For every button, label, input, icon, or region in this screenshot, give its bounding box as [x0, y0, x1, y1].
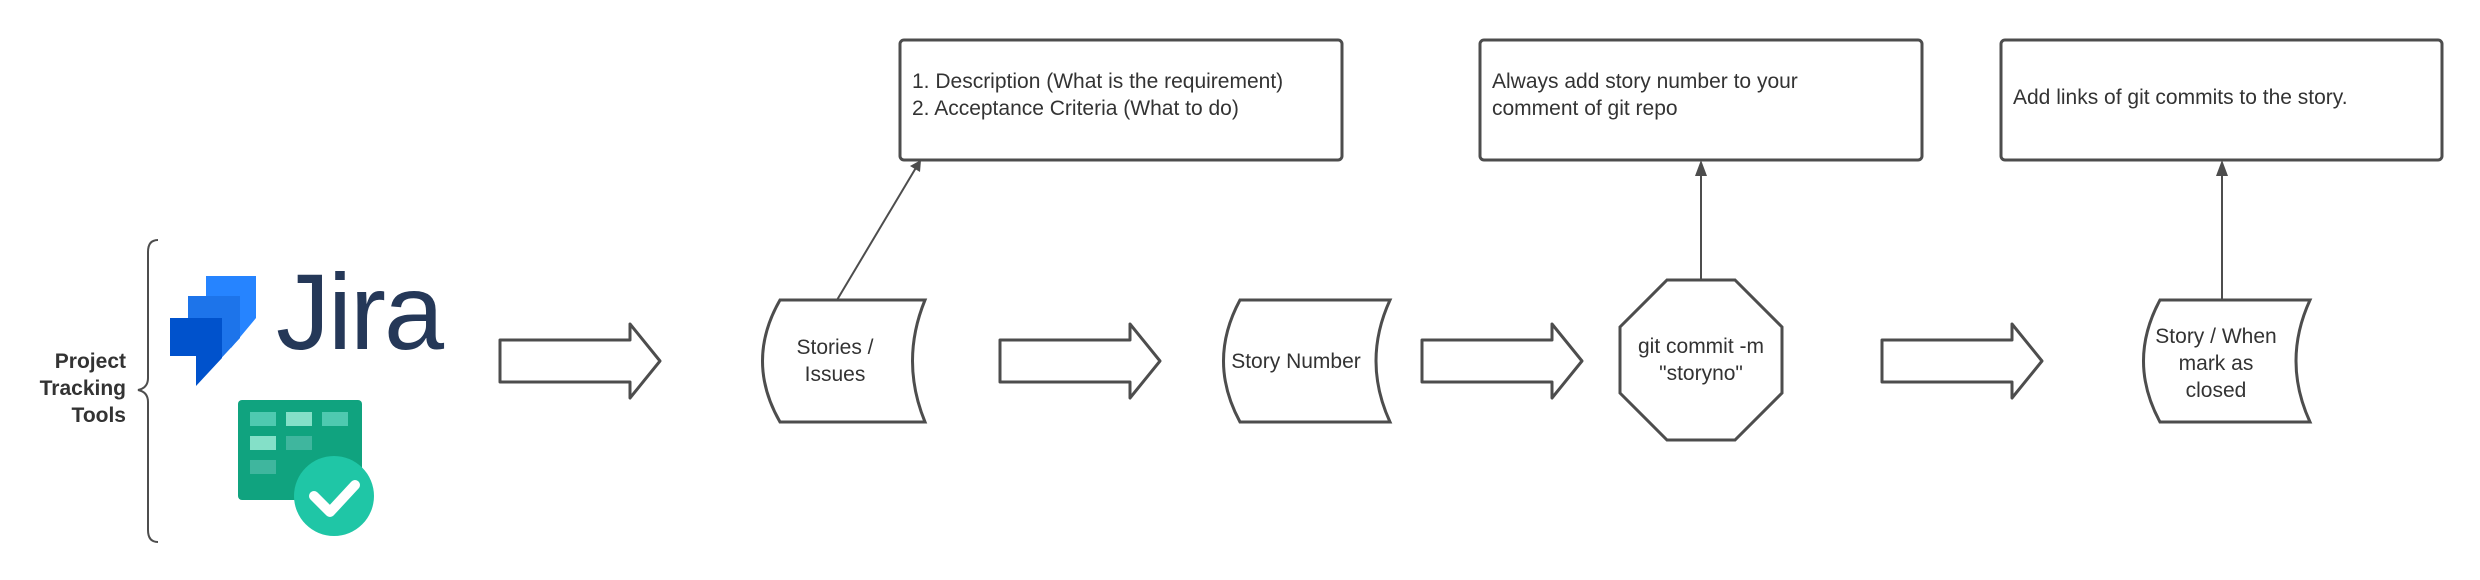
jira-logo-text: Jira	[276, 251, 444, 372]
project-tracking-label: Project Tracking Tools	[39, 350, 126, 427]
git-commit-shape	[1618, 278, 1784, 442]
stories-shape	[761, 298, 928, 424]
stories-note-box	[898, 38, 1344, 162]
close-connector	[2216, 160, 2228, 300]
story-close-shape	[2142, 298, 2313, 424]
story-number-text: Story Number	[1231, 349, 1361, 373]
close-note-text: Add links of git commits to the story.	[2013, 86, 2348, 109]
process-arrow-3	[1420, 322, 1584, 400]
process-arrow-1	[498, 322, 662, 400]
stories-text: Stories / Issues	[796, 336, 874, 386]
git-commit-text: git commit -m "storyno"	[1638, 335, 1764, 385]
stories-note-text: 1. Description (What is the requirement)…	[912, 70, 1284, 120]
close-note-box	[1999, 38, 2444, 162]
group-bracket	[137, 239, 159, 543]
story-close-text: Story / When mark as closed	[2155, 324, 2277, 402]
process-arrow-2	[998, 322, 1162, 400]
commit-connector	[1695, 160, 1707, 280]
boards-app-icon	[238, 400, 374, 536]
jira-logo-icon	[170, 276, 256, 386]
stories-connector	[836, 160, 921, 301]
story-number-shape	[1222, 298, 1393, 424]
process-arrow-4	[1880, 322, 2044, 400]
commit-note-text: Always add story number to your comment …	[1492, 70, 1798, 120]
